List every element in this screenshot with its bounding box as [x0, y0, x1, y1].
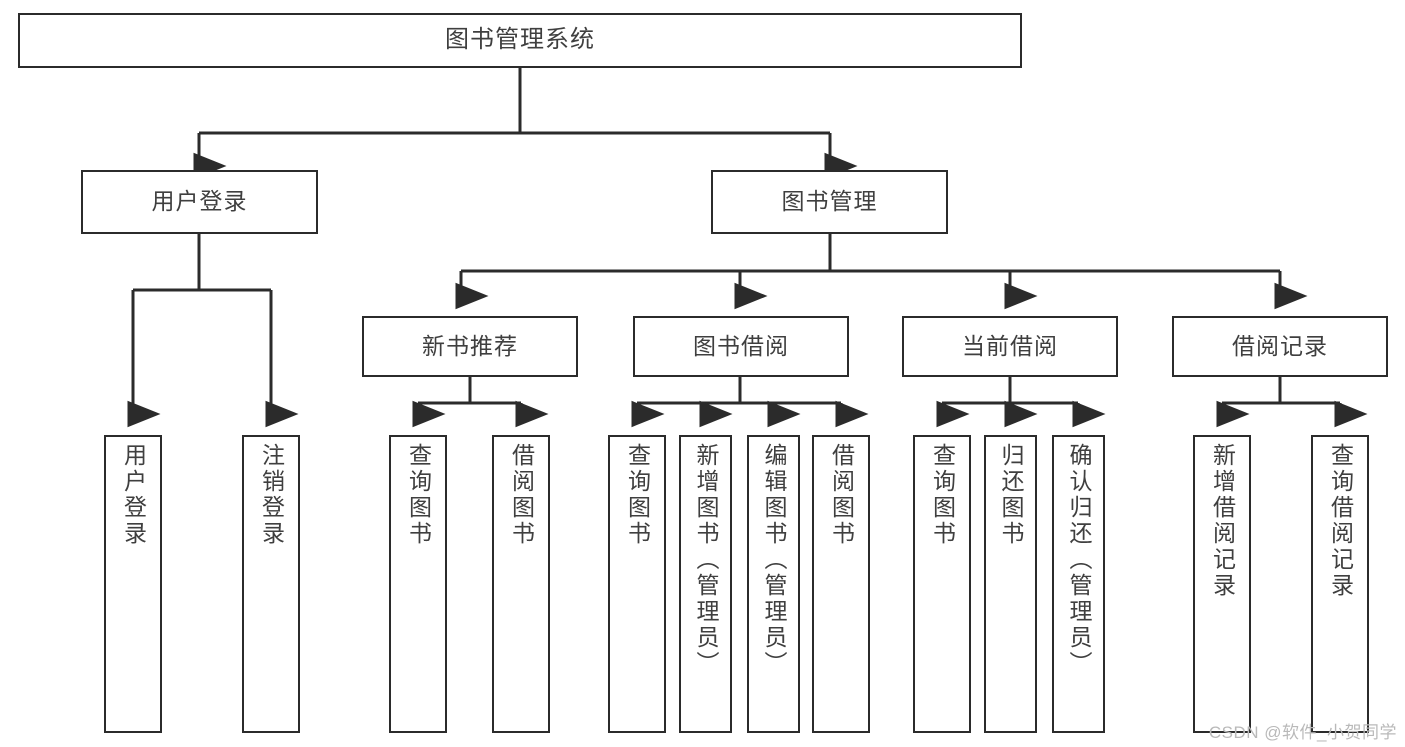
leaf-book-borrow-borrow-book[interactable]: 借阅图书 — [812, 435, 870, 733]
node-label: 当前借阅 — [962, 332, 1058, 359]
node-root-book-management-system[interactable]: 图书管理系统 — [18, 13, 1022, 68]
node-label: 新书推荐 — [422, 332, 518, 359]
node-label: 图书借阅 — [693, 332, 789, 359]
node-label: 查询图书 — [929, 443, 956, 547]
leaf-current-borrow-query-book[interactable]: 查询图书 — [913, 435, 971, 733]
node-label: 借阅记录 — [1232, 332, 1328, 359]
node-label: 新增借阅记录 — [1209, 443, 1236, 599]
leaf-borrow-records-query-record[interactable]: 查询借阅记录 — [1311, 435, 1369, 733]
leaf-user-login-login[interactable]: 用户登录 — [104, 435, 162, 733]
node-label: 新增图书（管理员） — [693, 443, 719, 677]
node-label: 用户登录 — [120, 443, 147, 547]
node-user-login[interactable]: 用户登录 — [81, 170, 318, 234]
node-book-management[interactable]: 图书管理 — [711, 170, 948, 234]
node-label: 注销登录 — [258, 443, 285, 547]
node-borrow-records[interactable]: 借阅记录 — [1172, 316, 1388, 377]
leaf-current-borrow-return-book[interactable]: 归还图书 — [984, 435, 1037, 733]
node-label: 编辑图书（管理员） — [761, 443, 787, 677]
node-label: 借阅图书 — [508, 443, 535, 547]
node-label: 借阅图书 — [828, 443, 855, 547]
node-label: 用户登录 — [151, 188, 248, 215]
leaf-new-book-query-book[interactable]: 查询图书 — [389, 435, 447, 733]
node-label: 归还图书 — [998, 443, 1024, 547]
node-label: 图书管理 — [781, 188, 878, 215]
leaf-book-borrow-add-book-admin[interactable]: 新增图书（管理员） — [679, 435, 732, 733]
node-label: 确认归还（管理员） — [1066, 443, 1092, 677]
node-label: 查询图书 — [405, 443, 432, 547]
leaf-user-login-logout[interactable]: 注销登录 — [242, 435, 300, 733]
node-label: 查询图书 — [624, 443, 651, 547]
leaf-borrow-records-add-record[interactable]: 新增借阅记录 — [1193, 435, 1251, 733]
node-book-borrow[interactable]: 图书借阅 — [633, 316, 849, 377]
node-label: 查询借阅记录 — [1327, 443, 1354, 599]
node-label: 图书管理系统 — [445, 26, 595, 54]
node-current-borrow[interactable]: 当前借阅 — [902, 316, 1118, 377]
leaf-new-book-borrow-book[interactable]: 借阅图书 — [492, 435, 550, 733]
leaf-current-borrow-confirm-return-admin[interactable]: 确认归还（管理员） — [1052, 435, 1105, 733]
leaf-book-borrow-edit-book-admin[interactable]: 编辑图书（管理员） — [747, 435, 800, 733]
leaf-book-borrow-query-book[interactable]: 查询图书 — [608, 435, 666, 733]
node-new-book-recommend[interactable]: 新书推荐 — [362, 316, 578, 377]
csdn-watermark: CSDN @软件_小贺同学 — [1208, 723, 1397, 742]
